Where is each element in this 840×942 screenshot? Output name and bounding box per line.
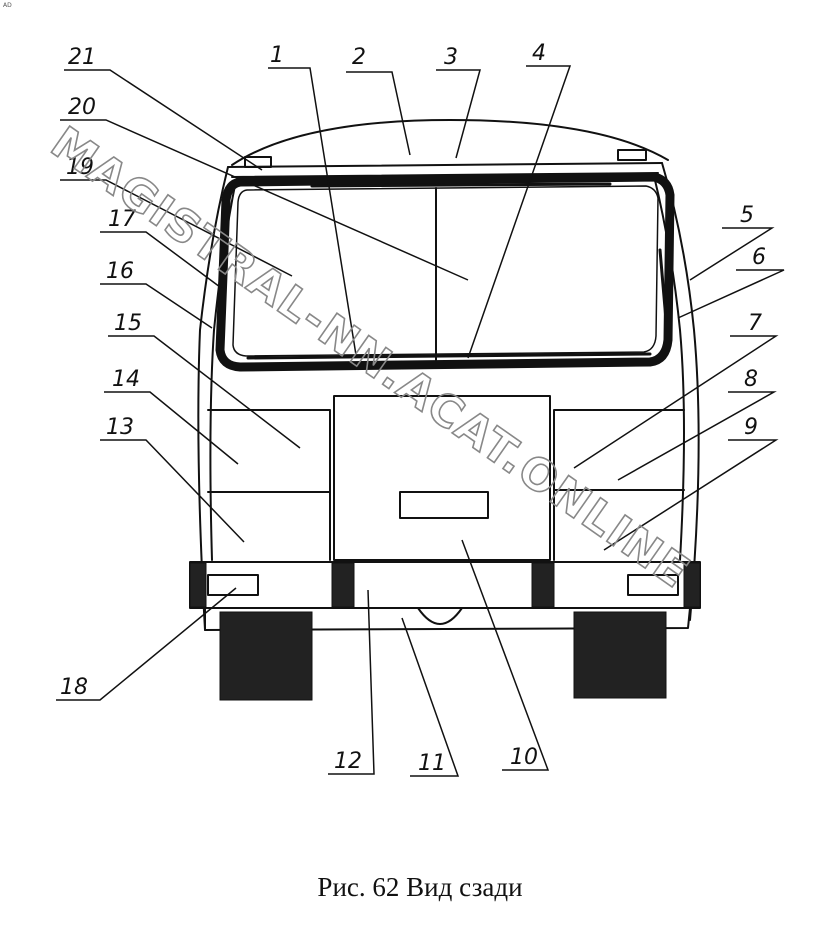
leader-11 [401, 617, 460, 777]
leader-17 [100, 231, 225, 291]
leader-8 [617, 391, 777, 481]
body-side-right-outer [661, 162, 700, 621]
body-side-left-outer [197, 166, 229, 631]
callout-20: 20 [68, 95, 96, 120]
callout-16: 16 [106, 259, 134, 284]
leader-20 [60, 119, 469, 281]
lower-skirt [204, 607, 691, 631]
callout-10: 10 [510, 745, 538, 770]
leader-16 [100, 283, 213, 329]
leader-15 [108, 335, 301, 449]
figure-caption: Рис. 62 Вид сзади [317, 872, 523, 902]
leader-3 [436, 69, 481, 159]
callout-19: 19 [66, 155, 94, 180]
wheel-left [219, 611, 313, 701]
leader-5 [689, 227, 775, 281]
rear-window-glass [232, 185, 659, 357]
leader-10 [461, 539, 550, 771]
callout-8: 8 [744, 367, 758, 392]
leader-21 [64, 69, 263, 171]
callout-2: 2 [352, 45, 366, 70]
callout-13: 13 [106, 415, 134, 440]
callout-3: 3 [444, 45, 458, 70]
callout-12: 12 [334, 749, 362, 774]
callout-21: 21 [68, 45, 96, 70]
leader-14 [104, 391, 239, 465]
callout-11: 11 [418, 751, 446, 776]
rear-bumper [189, 561, 701, 609]
left-upper-panel [207, 409, 331, 561]
leader-lines [56, 65, 785, 777]
license-plate [399, 491, 489, 519]
rear-window-seal [215, 172, 675, 372]
tail-light-left [207, 574, 259, 596]
right-upper-panel [553, 409, 685, 561]
callout-numbers: 1 2 3 4 5 6 7 8 9 10 11 12 13 14 15 16 1… [60, 41, 766, 776]
corner-mark: AD [3, 2, 12, 9]
window-side-strip [658, 248, 668, 322]
leader-13 [100, 439, 245, 543]
callout-18: 18 [60, 675, 88, 700]
leader-9 [603, 439, 779, 551]
callout-9: 9 [744, 415, 758, 440]
callout-6: 6 [752, 245, 766, 270]
callout-15: 15 [114, 311, 142, 336]
leader-2 [346, 71, 411, 156]
callout-14: 14 [112, 367, 140, 392]
leader-12 [328, 589, 375, 775]
reflector-left [331, 562, 355, 608]
reflector-right [531, 562, 555, 608]
marker-light-right [617, 149, 647, 161]
bumper-end-left [189, 562, 207, 608]
leader-4 [467, 65, 572, 359]
callout-7: 7 [748, 311, 762, 336]
callout-1: 1 [270, 43, 284, 68]
leader-19 [60, 179, 293, 277]
window-upper-bar [310, 182, 612, 188]
callout-4: 4 [532, 41, 546, 66]
tail-light-right [627, 574, 679, 596]
engine-door [333, 395, 551, 561]
callout-5: 5 [740, 203, 754, 228]
leader-18 [56, 587, 237, 701]
tow-hitch [417, 607, 463, 625]
dark-elements [189, 562, 701, 701]
leader-1 [268, 67, 357, 356]
roof-rail [227, 162, 663, 168]
window-lower-bar [246, 352, 652, 360]
roof-outline [231, 119, 669, 166]
bus-body [189, 119, 701, 631]
bumper-end-right [683, 562, 701, 608]
wheel-right [573, 611, 667, 699]
leader-7 [573, 335, 779, 469]
callout-17: 17 [108, 207, 136, 232]
leader-6 [677, 269, 785, 319]
